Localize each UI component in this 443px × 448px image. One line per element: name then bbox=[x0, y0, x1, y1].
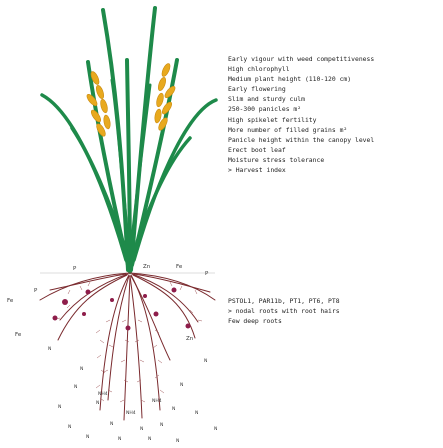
nutrient-p-mid: P bbox=[34, 288, 38, 294]
trait-item: High spikelet fertility bbox=[228, 115, 443, 125]
nutrient-n: N bbox=[68, 424, 71, 430]
nutrient-nh4: NH4 bbox=[126, 410, 136, 416]
soil-nutrient-labels: Zn Fe P P Fe P Fe Zn N N N N N N N N N N… bbox=[7, 264, 217, 444]
nutrient-n: N bbox=[48, 346, 51, 352]
root-trait-item: > nodal roots with root hairs bbox=[228, 306, 443, 316]
nutrient-n: N bbox=[80, 366, 83, 372]
nutrient-n: N bbox=[160, 422, 163, 428]
grain bbox=[103, 115, 111, 130]
grain bbox=[99, 98, 108, 113]
trait-item: Erect boot leaf bbox=[228, 145, 443, 155]
trait-item: More number of filled grains m² bbox=[228, 125, 443, 135]
grain bbox=[155, 92, 164, 107]
trait-item: Panicle height within the canopy level bbox=[228, 135, 443, 145]
nutrient-fe-left: Fe bbox=[7, 298, 14, 304]
trait-item: 250-300 panicles m² bbox=[228, 104, 443, 114]
nutrient-nh4: NH4 bbox=[98, 391, 108, 397]
panicles bbox=[85, 62, 177, 137]
nutrient-n: N bbox=[140, 426, 143, 432]
nutrient-p-left: P bbox=[73, 266, 77, 272]
root-trait-list: PSTOL1, PAR11b, PT1, PT6, PT8 > nodal ro… bbox=[228, 296, 443, 326]
root-trait-item: Few deep roots bbox=[228, 316, 443, 326]
nutrient-n: N bbox=[172, 406, 175, 412]
nutrient-n: N bbox=[86, 434, 89, 440]
nutrient-fe-low: Fe bbox=[15, 332, 22, 338]
nutrient-n: N bbox=[58, 404, 61, 410]
nutrient-n: N bbox=[180, 382, 183, 388]
nutrient-n: N bbox=[214, 426, 217, 432]
plant-shoot bbox=[42, 8, 216, 272]
grain bbox=[95, 84, 105, 99]
trait-item: > Harvest index bbox=[228, 165, 443, 175]
trait-item: Early flowering bbox=[228, 84, 443, 94]
nutrient-zn-top: Zn bbox=[143, 264, 151, 270]
nutrient-fe-top: Fe bbox=[176, 264, 183, 270]
nutrient-n: N bbox=[148, 436, 151, 442]
nutrient-p-right: P bbox=[205, 271, 209, 277]
nutrient-n: N bbox=[195, 410, 198, 416]
leaf-far-left bbox=[42, 95, 126, 260]
root-system bbox=[40, 273, 215, 420]
trait-item: High chlorophyll bbox=[228, 64, 443, 74]
nutrient-nh4: NH4 bbox=[152, 398, 162, 404]
trait-item: Slim and sturdy culm bbox=[228, 94, 443, 104]
root-nodules bbox=[53, 288, 191, 331]
nutrient-n: N bbox=[74, 384, 77, 390]
grain bbox=[157, 76, 167, 91]
nutrient-n: N bbox=[110, 421, 113, 427]
trait-item: Early vigour with weed competitiveness bbox=[228, 54, 443, 64]
nutrient-n: N bbox=[176, 438, 179, 444]
nutrient-n: N bbox=[118, 436, 121, 442]
shoot-trait-list: Early vigour with weed competitiveness H… bbox=[228, 54, 443, 175]
nutrient-n: N bbox=[96, 400, 99, 406]
trait-item: Moisture stress tolerance bbox=[228, 155, 443, 165]
trait-item: Medium plant height (110-120 cm) bbox=[228, 74, 443, 84]
grain bbox=[160, 62, 171, 77]
nutrient-n: N bbox=[204, 358, 207, 364]
root-trait-item: PSTOL1, PAR11b, PT1, PT6, PT8 bbox=[228, 296, 443, 306]
nutrient-zn-right: Zn bbox=[186, 336, 194, 342]
